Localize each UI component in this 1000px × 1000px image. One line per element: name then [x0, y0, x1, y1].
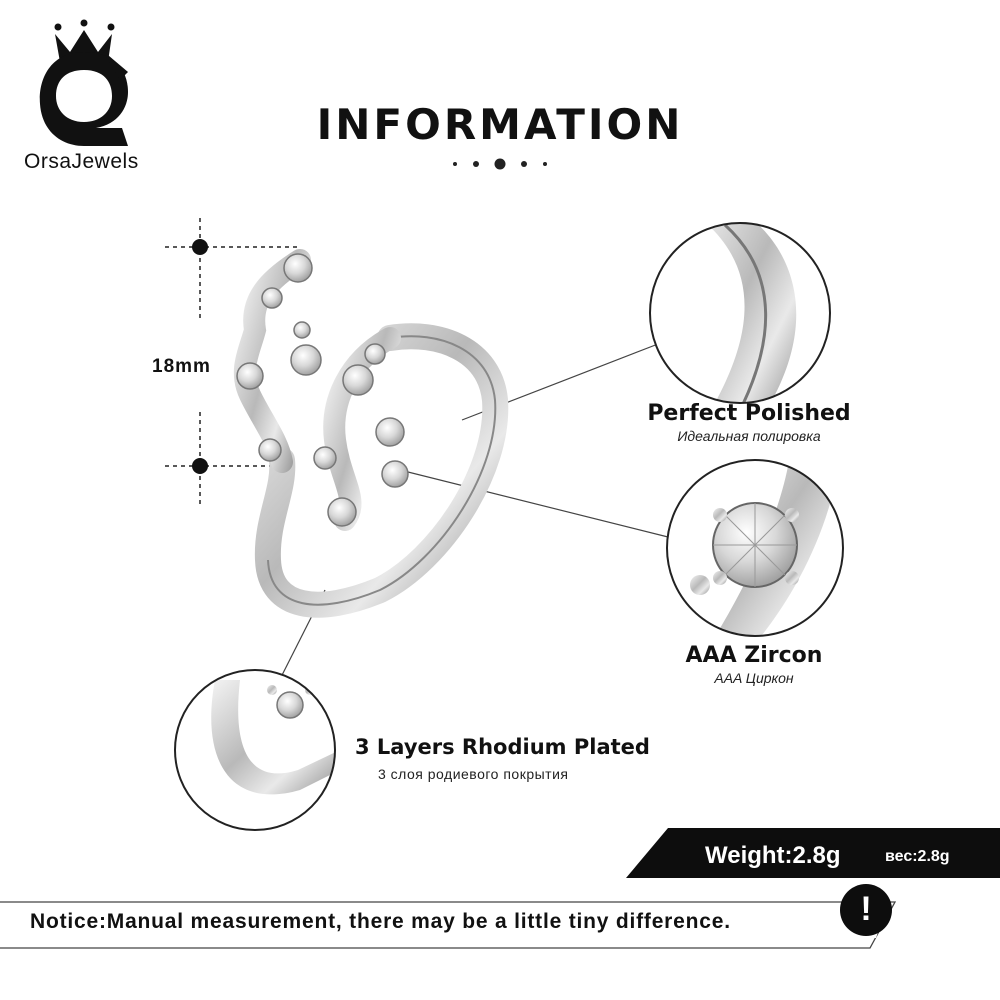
page-title: INFORMATION	[316, 100, 684, 149]
feature-polished-title: Perfect Polished	[647, 401, 851, 426]
zoom-polished	[649, 222, 831, 404]
exclamation-icon	[832, 884, 892, 938]
feature-zircon-title: AAA Zircon	[685, 643, 823, 668]
dimension-dot-bottom	[192, 458, 208, 474]
brand-logo	[39, 19, 128, 146]
feature-rhodium-subtitle: 3 слоя родиевого покрытия	[378, 766, 569, 782]
exclamation-glyph: !	[860, 890, 872, 928]
brand-name: OrsaJewels	[24, 150, 139, 173]
logo-ring	[39, 52, 128, 146]
zoom-rhodium	[174, 669, 336, 831]
weight-banner	[626, 828, 1000, 878]
notice-text: Notice:Manual measurement, there may be …	[30, 910, 731, 933]
weight-label: Weight:2.8g	[705, 842, 841, 869]
feature-polished-subtitle: Идеальная полировка	[677, 428, 821, 444]
header-dots	[453, 158, 547, 170]
feature-zircon-subtitle: AAA Циркон	[714, 670, 794, 686]
dimension-dot-top	[192, 239, 208, 255]
dimension-label: 18mm	[152, 356, 211, 377]
ring-image	[233, 249, 509, 618]
zoom-zircon	[666, 459, 844, 637]
weight-label-ru: вес:2.8g	[885, 848, 950, 865]
feature-rhodium-title: 3 Layers Rhodium Plated	[355, 735, 650, 759]
